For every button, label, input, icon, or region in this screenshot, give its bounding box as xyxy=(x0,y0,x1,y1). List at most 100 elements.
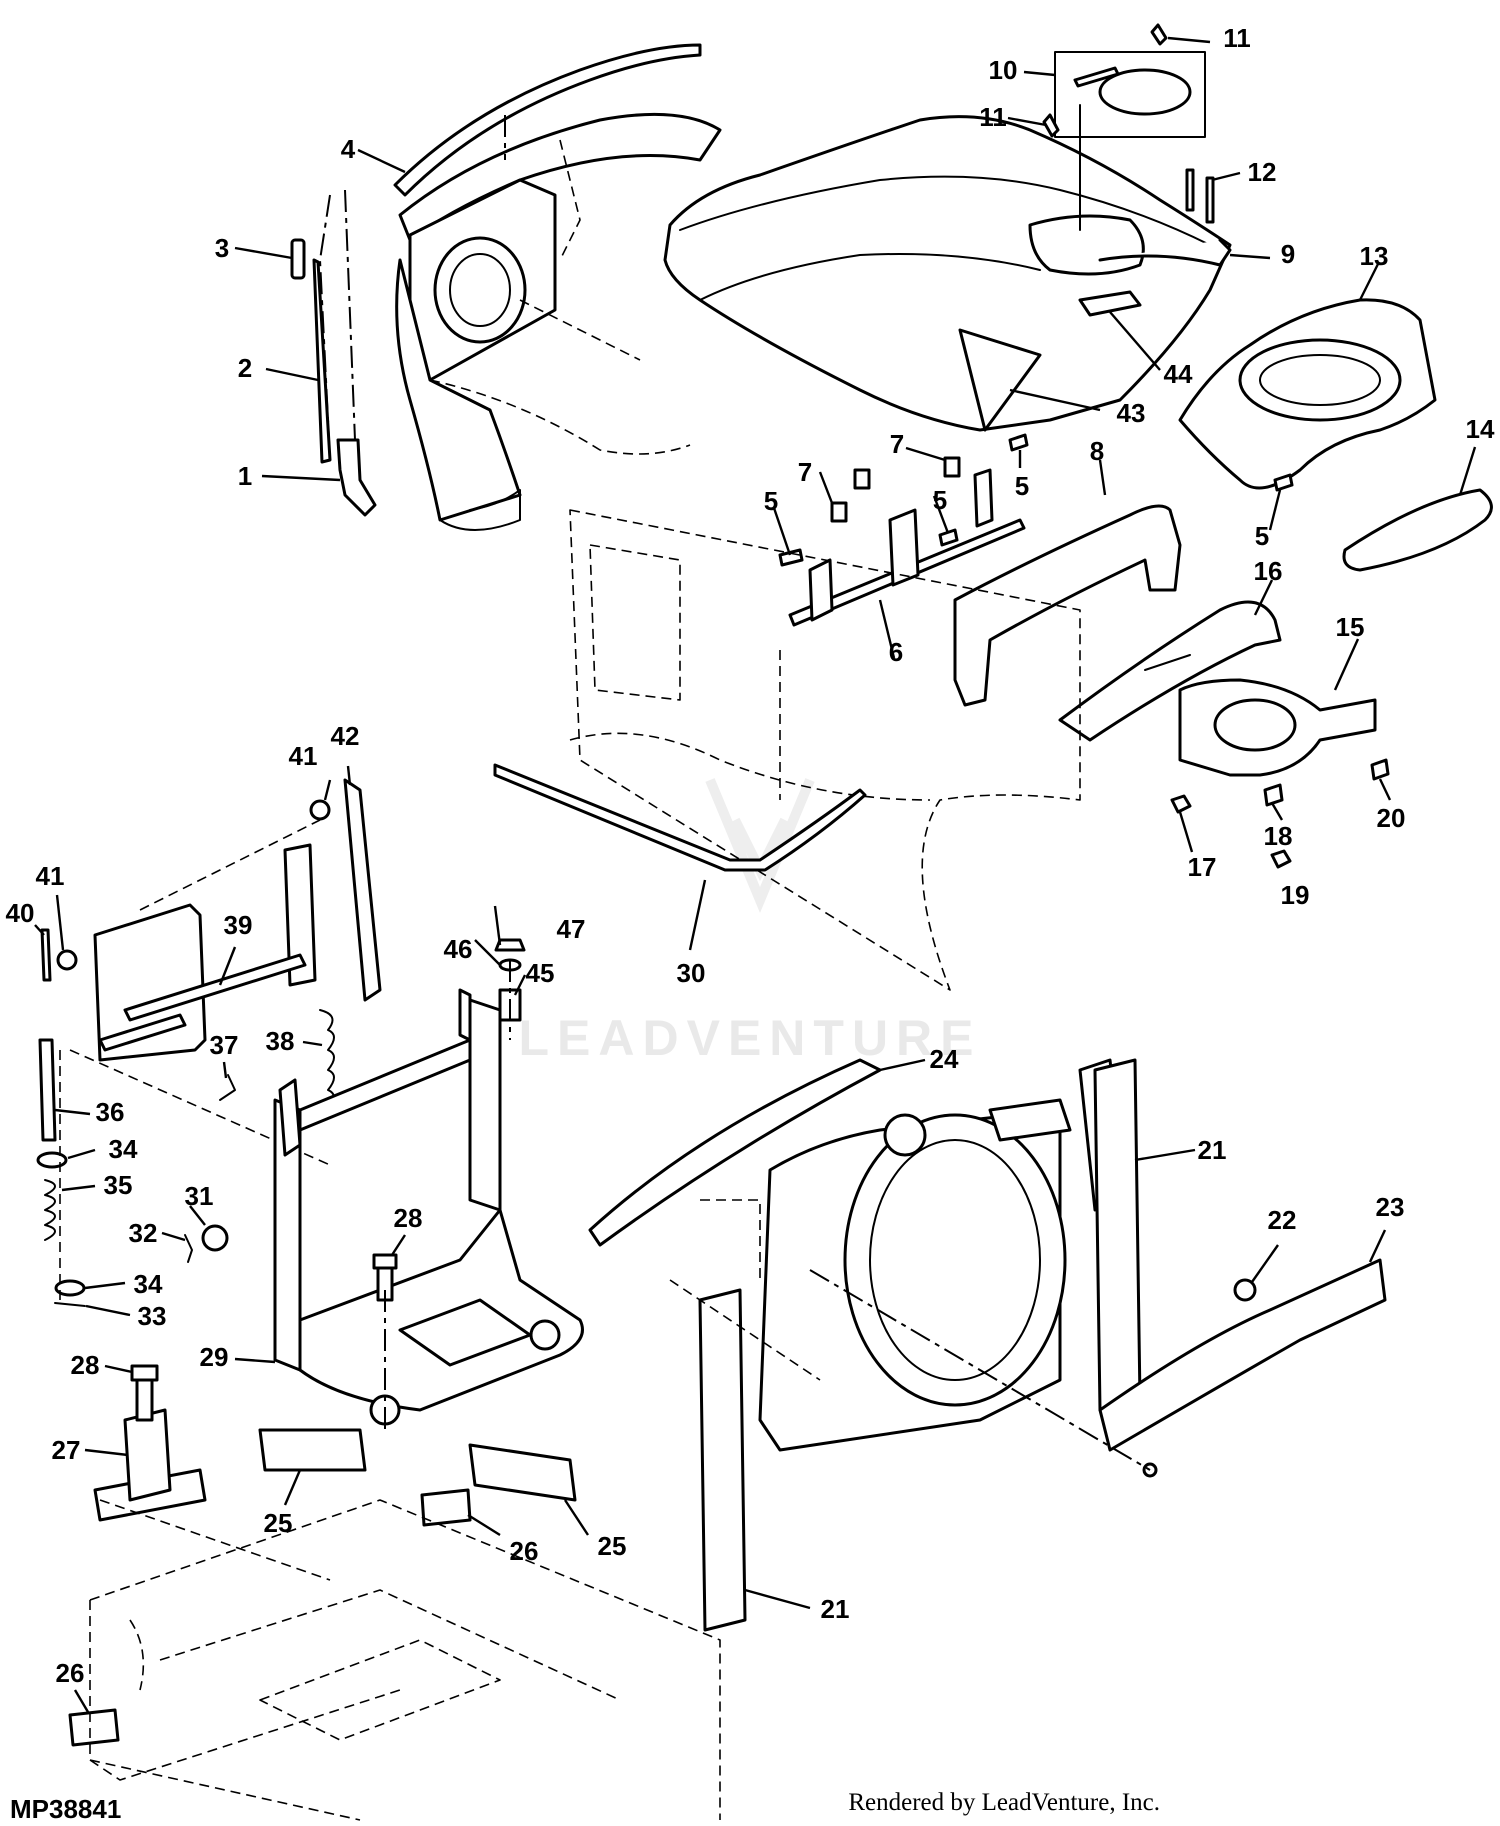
part-7-clip-1 xyxy=(830,501,848,523)
part-47-nut xyxy=(494,938,526,952)
part-39-shaft xyxy=(123,953,307,1022)
part-13-grille-opening-inner xyxy=(1259,354,1381,406)
battery-tray-assembly xyxy=(273,938,584,1430)
part-30-seal-strip xyxy=(493,763,867,872)
callout-36: 36 xyxy=(96,1097,125,1127)
leader-15 xyxy=(1333,638,1360,691)
part-39-crossbar xyxy=(98,1013,187,1052)
radiator-top-tank xyxy=(988,1098,1072,1142)
dash-bottom-curl xyxy=(439,489,521,531)
part-16-slot xyxy=(1144,654,1191,671)
part-29-base-plate xyxy=(298,1208,584,1412)
callout-27: 27 xyxy=(52,1435,81,1465)
part-29-rear-tab xyxy=(458,988,472,1042)
part-18-screw xyxy=(1263,783,1284,807)
callout-37: 37 xyxy=(210,1030,239,1060)
leader-44 xyxy=(1109,311,1161,371)
part-5-screw-right xyxy=(1008,433,1029,452)
side-panel-phantom xyxy=(569,509,1081,991)
part-28-bolt-bracket-head xyxy=(130,1364,159,1382)
leader-26-center xyxy=(467,1513,501,1537)
part-25-pad-right xyxy=(468,1443,577,1502)
part-1-bracket xyxy=(336,438,377,517)
leader-32 xyxy=(161,1231,186,1242)
callout-15: 15 xyxy=(1336,612,1365,642)
callout-1: 1 xyxy=(238,461,252,491)
frame-phantom-curve xyxy=(129,1619,145,1691)
part-6-bracket-leg-2 xyxy=(888,508,920,587)
leader-39 xyxy=(218,946,237,986)
callout-17: 17 xyxy=(1188,852,1217,882)
leader-7-left xyxy=(818,471,834,504)
part-28-bolt-tray-head xyxy=(372,1253,398,1270)
part-16-side-trim xyxy=(1058,600,1282,742)
callout-11-top: 11 xyxy=(1223,23,1251,53)
callout-2: 2 xyxy=(238,353,252,383)
callout-5-right: 5 xyxy=(1015,471,1029,501)
dash-phantom-line-3 xyxy=(519,299,641,361)
dash-side-panel xyxy=(395,258,522,522)
frame-phantom-outline xyxy=(89,1499,721,1820)
part-23-bracket xyxy=(1098,1258,1387,1452)
callout-44: 44 xyxy=(1164,359,1193,389)
part-5-screw-center xyxy=(938,528,959,547)
callout-14: 14 xyxy=(1466,414,1495,444)
part-10-cap xyxy=(1098,68,1192,116)
part-28-bolt-bracket xyxy=(135,1378,154,1422)
leader-13 xyxy=(1358,263,1380,301)
part-39-right-plate xyxy=(283,843,317,987)
part-34-washer-bottom xyxy=(54,1279,86,1297)
callout-43: 43 xyxy=(1117,398,1146,428)
part-33-pin xyxy=(54,1302,86,1307)
part-27-bracket-upright xyxy=(123,1408,172,1502)
leader-47 xyxy=(493,905,502,946)
part-10-decal xyxy=(1073,66,1120,88)
part-41-washer-top xyxy=(309,799,331,821)
leader-30 xyxy=(688,879,707,951)
callout-20: 20 xyxy=(1377,803,1406,833)
radiator-fan-shroud xyxy=(843,1113,1067,1407)
part-13-grille-opening xyxy=(1238,338,1402,422)
callout-24: 24 xyxy=(930,1044,959,1074)
callout-28-bracket: 28 xyxy=(71,1350,100,1380)
callout-18: 18 xyxy=(1264,821,1293,851)
part-34-washer-top xyxy=(36,1151,68,1169)
leader-5-left xyxy=(772,507,792,556)
radiator-centerline xyxy=(809,1269,1151,1471)
part-5-screw-grille xyxy=(1273,473,1294,492)
leader-8 xyxy=(1098,459,1107,496)
part-8-side-rail xyxy=(953,504,1182,707)
leader-16 xyxy=(1253,579,1274,616)
callout-5-center: 5 xyxy=(933,485,947,515)
part-14-lens xyxy=(1342,488,1493,572)
leader-41-top xyxy=(323,779,332,801)
parts-1-3-centerline xyxy=(344,189,356,441)
part-22-grommet xyxy=(1233,1278,1257,1302)
part-17-nut xyxy=(1170,794,1192,814)
callout-8: 8 xyxy=(1090,436,1104,466)
leader-41-left xyxy=(55,894,65,951)
part-29-top-frame xyxy=(298,1038,472,1132)
frame-phantom-guide xyxy=(99,1499,331,1581)
leader-27 xyxy=(84,1448,129,1457)
frame-phantom-crossmember xyxy=(259,1639,501,1741)
watermark-text: LEADVENTURE xyxy=(518,1010,981,1066)
part-19-nut xyxy=(1270,849,1292,869)
part-26-pad-center xyxy=(420,1488,472,1527)
hood-shell xyxy=(663,115,1232,432)
callout-29: 29 xyxy=(200,1342,229,1372)
leader-38 xyxy=(302,1040,323,1047)
callout-35: 35 xyxy=(104,1170,133,1200)
part-32-clip xyxy=(184,1234,193,1263)
callout-23: 23 xyxy=(1376,1192,1405,1222)
leader-10 xyxy=(1023,70,1056,77)
callout-6: 6 xyxy=(889,637,903,667)
side-panel-lower-phantom xyxy=(569,732,931,801)
leader-3 xyxy=(234,246,293,260)
callout-11-mid: 11 xyxy=(979,102,1007,132)
hood-assembly xyxy=(663,104,1232,432)
hood-crease-2 xyxy=(699,253,1041,301)
leader-22 xyxy=(1251,1244,1279,1283)
part-6-bracket-leg-3 xyxy=(973,468,994,528)
callout-3: 3 xyxy=(215,233,229,263)
